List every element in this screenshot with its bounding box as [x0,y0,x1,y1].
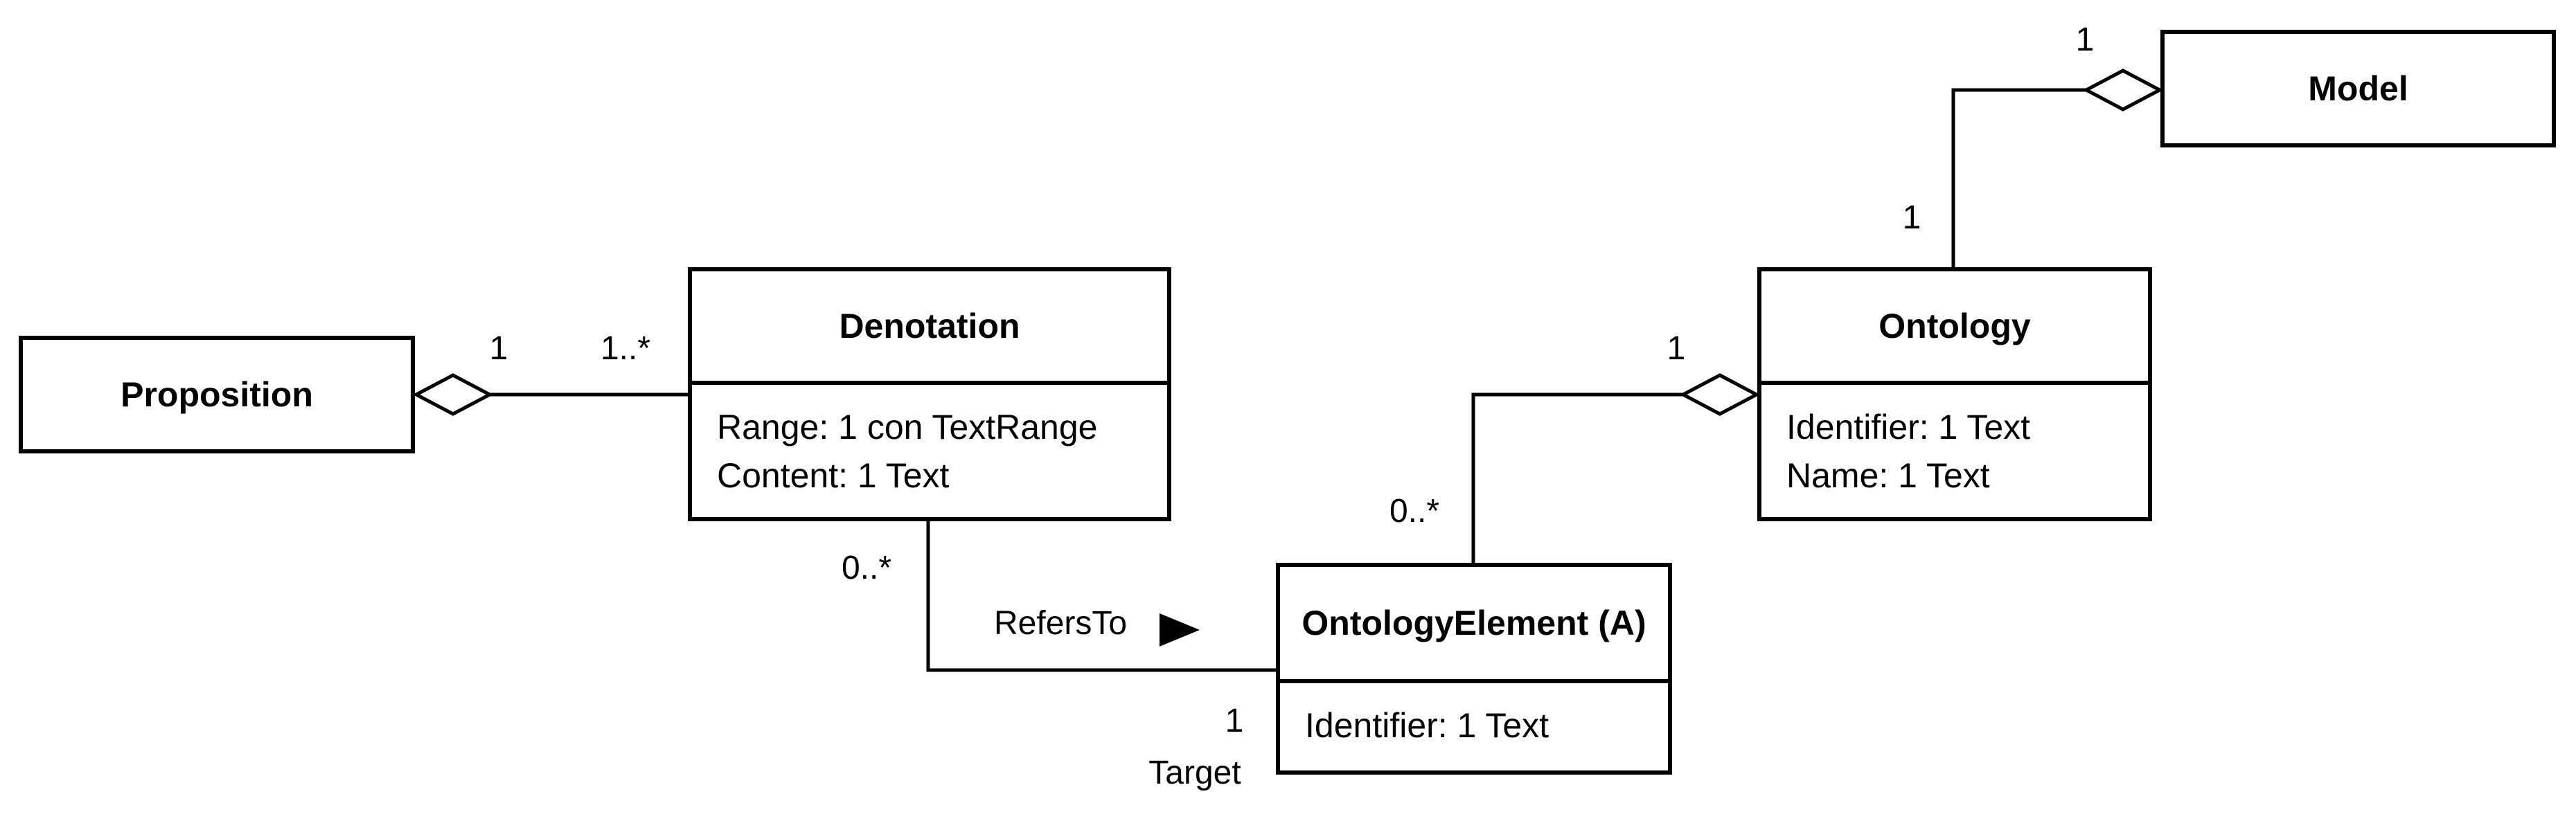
class-ontology: Ontology Identifier: 1 Text Name: 1 Text [1757,267,2152,521]
association-line-refersto [926,521,1276,672]
multiplicity-label-proposition: 1 [489,330,508,367]
multiplicity-label-ontology-part: 1 [1902,199,1921,236]
association-line-ontology-element [1471,393,1685,563]
class-model: Model [2160,30,2556,147]
association-name-refersto: RefersTo [994,605,1128,642]
multiplicity-label-target: 1 [1225,703,1244,739]
attribute-row: Identifier: 1 Text [1305,706,1549,745]
multiplicity-label-element-ontology: 0..* [1389,493,1440,530]
multiplicity-label-denotation: 1..* [600,330,651,367]
aggregation-diamond-icon [2082,69,2164,111]
class-title: Proposition [121,375,313,414]
multiplicity-label-model-whole: 1 [2075,21,2095,58]
multiplicity-label-denotation-refersto: 0..* [841,550,892,586]
aggregation-diamond-icon [1679,373,1761,416]
class-title: OntologyElement (A) [1280,567,1668,683]
class-ontologyelement: OntologyElement (A) Identifier: 1 Text [1276,563,1672,775]
class-attributes: Identifier: 1 Text [1280,683,1668,770]
attribute-row: Name: 1 Text [1786,456,1990,495]
multiplicity-label-ontology-whole: 1 [1667,330,1686,367]
class-denotation: Denotation Range: 1 con TextRange Conten… [688,267,1171,521]
attribute-row: Content: 1 Text [717,456,950,495]
role-label-target: Target [1148,755,1241,791]
class-proposition: Proposition [19,336,415,453]
class-title: Denotation [692,271,1167,385]
class-attributes: Identifier: 1 Text Name: 1 Text [1761,385,2148,517]
class-title: Model [2308,69,2408,108]
attribute-row: Identifier: 1 Text [1786,408,2031,446]
class-title: Ontology [1761,271,2148,385]
attribute-row: Range: 1 con TextRange [717,408,1098,446]
aggregation-diamond-icon [412,373,494,416]
navigability-arrow-icon [1160,613,1200,647]
association-line-model-ontology [1951,88,2088,267]
class-attributes: Range: 1 con TextRange Content: 1 Text [692,385,1167,517]
